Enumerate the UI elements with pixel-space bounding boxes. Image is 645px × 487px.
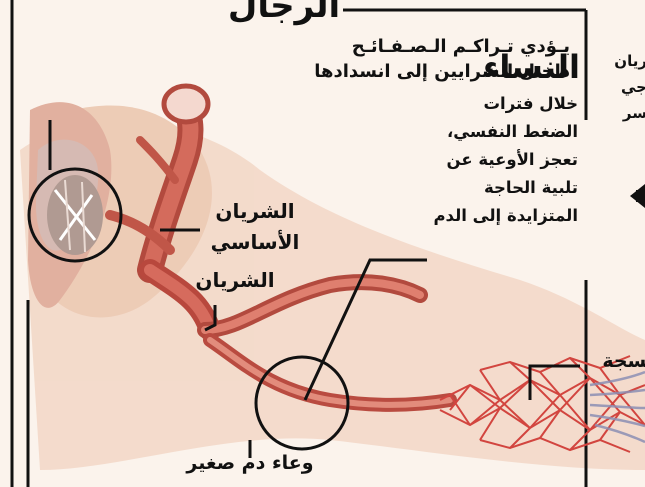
tissue-label: نسجة [584,350,645,372]
arrow-icon [630,184,645,208]
women-title: النساء [470,48,580,86]
small-vessel-label: وعاء دم صغير [170,452,330,474]
cut-off-text-3: سر [597,104,645,122]
artery-label: الشريان [180,268,290,292]
cut-off-text-2: جي [597,78,645,96]
women-description: خلال فترات الضغط النفسي، تعجز الأوعية عن… [428,90,578,230]
cut-off-text-1: ريان [597,52,645,70]
men-title: الرجال [224,0,344,26]
plaque-detail [47,175,103,255]
main-artery-label: الشريان الأساسي [200,196,310,258]
